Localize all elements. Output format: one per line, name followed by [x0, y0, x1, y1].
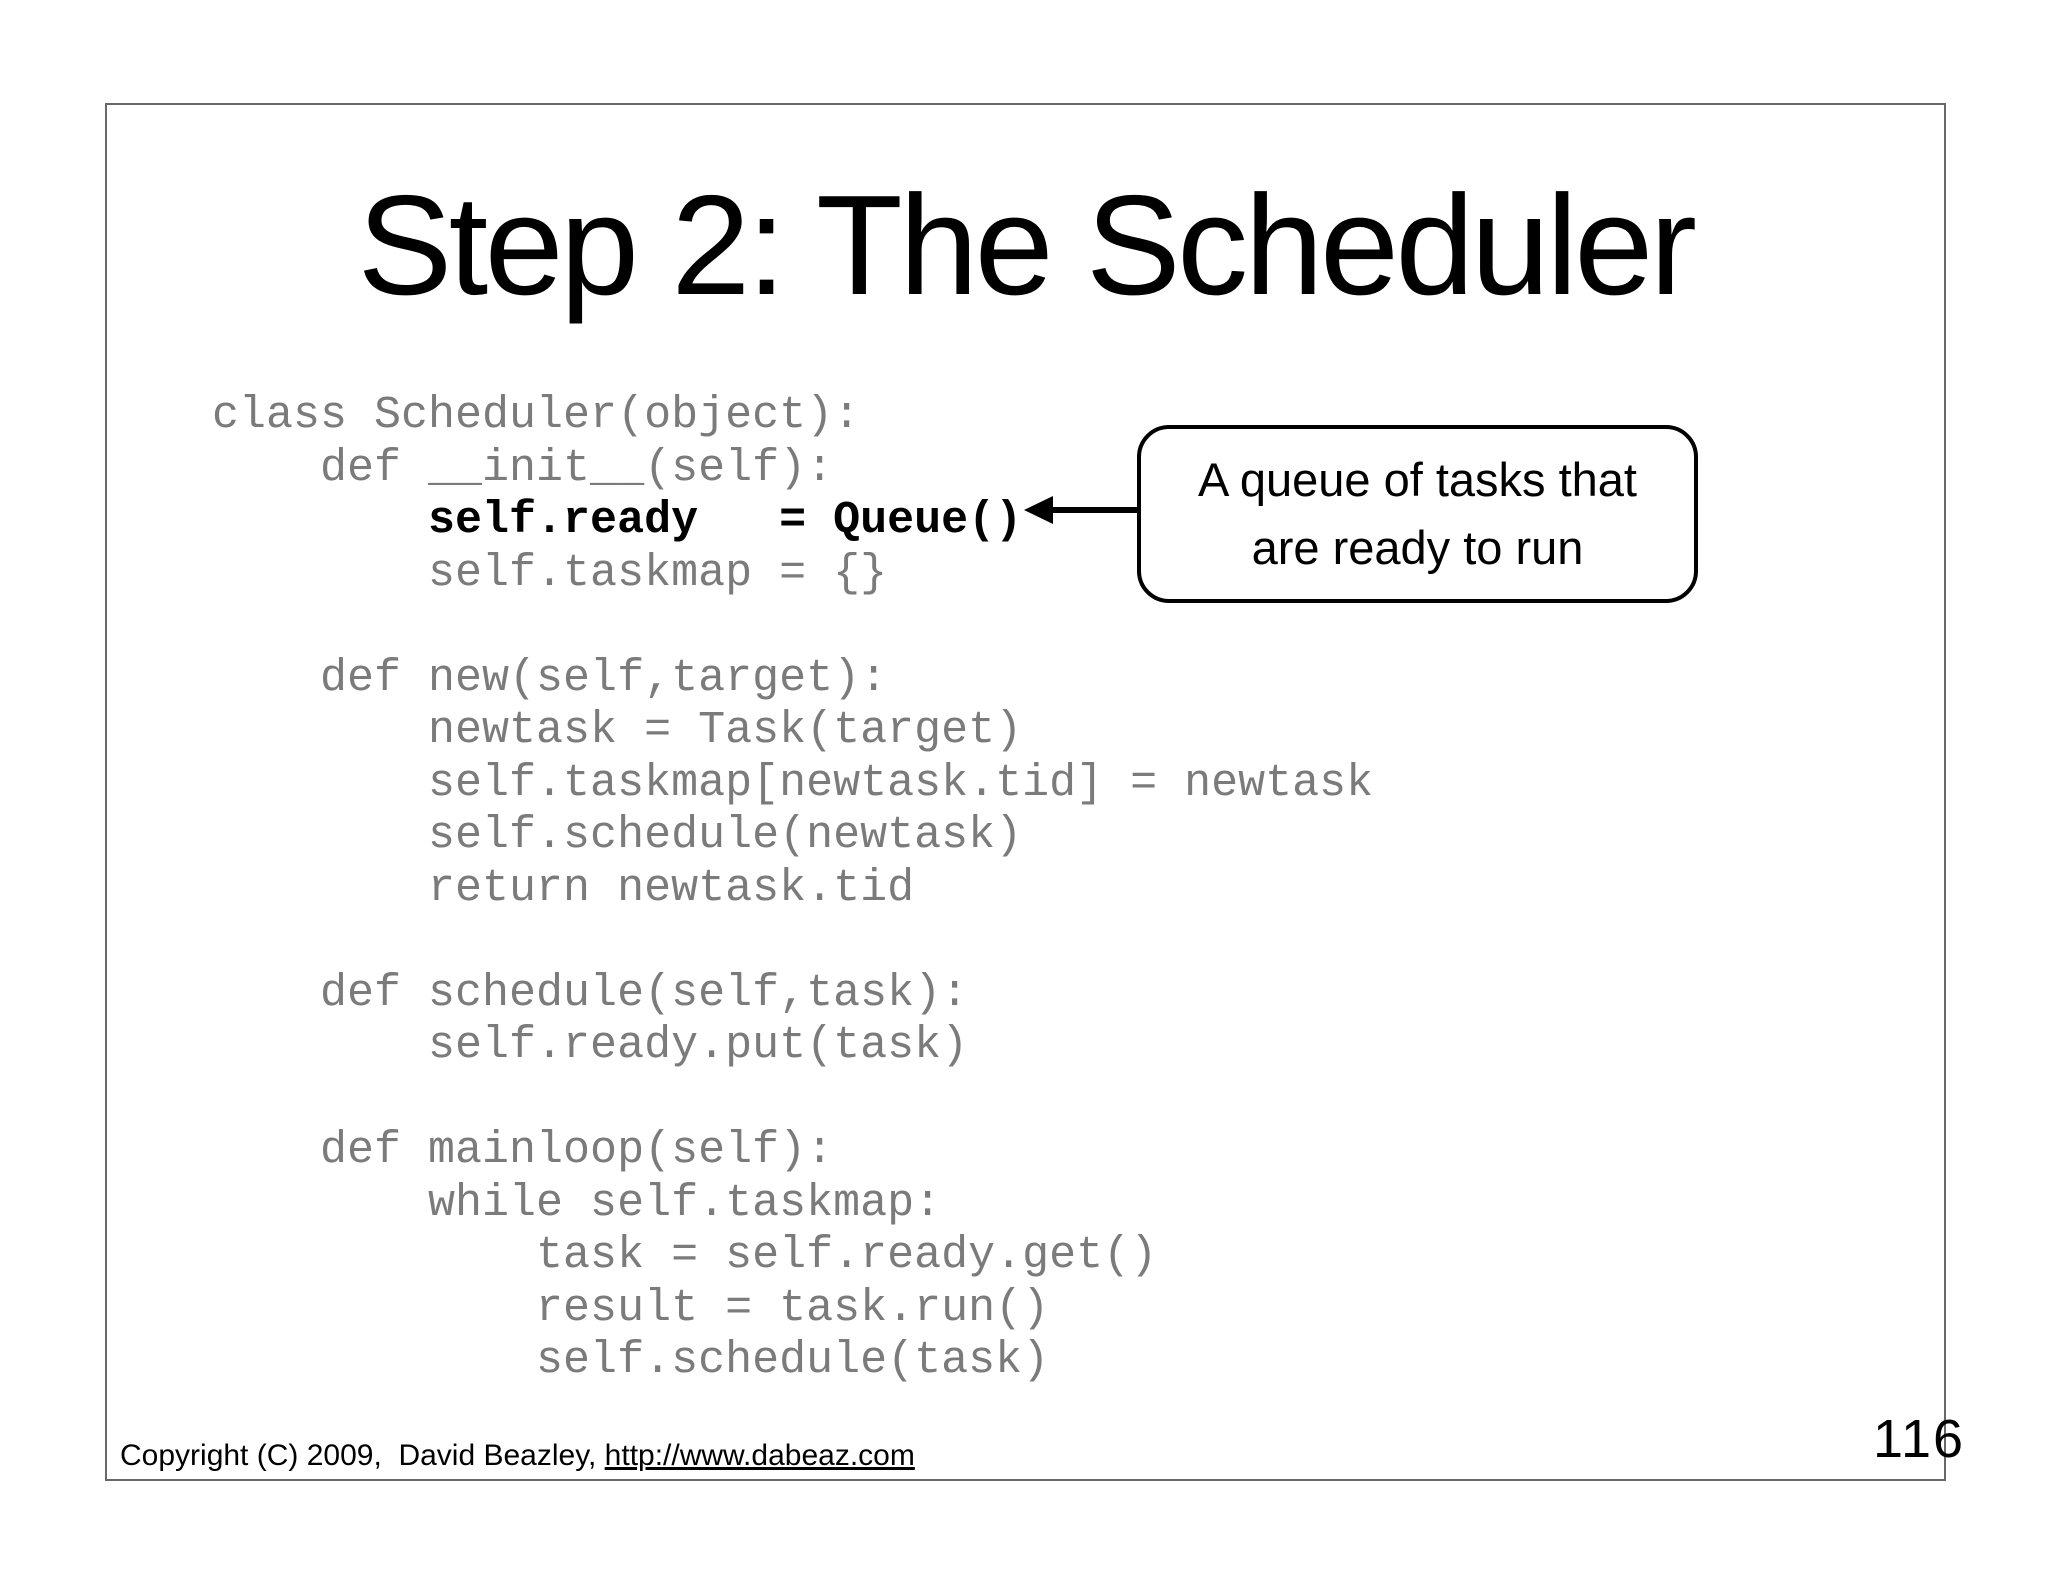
left-arrow-icon — [1024, 496, 1053, 524]
code-line: self.schedule(newtask) — [212, 810, 1023, 861]
footer-link[interactable]: http://www.dabeaz.com — [604, 1439, 915, 1472]
code-line: def mainloop(self): — [212, 1125, 834, 1176]
copyright-text: Copyright (C) 2009, David Beazley, — [120, 1439, 605, 1472]
code-line — [212, 1073, 1373, 1126]
code-line: self.ready = Queue() — [212, 495, 1023, 546]
code-line: while self.taskmap: — [212, 1177, 942, 1229]
code-line: self.taskmap[newtask.tid] = newtask — [212, 757, 1374, 809]
code-line: def schedule(self,task): — [212, 967, 969, 1019]
code-line: class Scheduler(object): — [212, 390, 861, 441]
callout-box: A queue of tasks that are ready to run — [1137, 425, 1698, 603]
callout-text: A queue of tasks that are ready to run — [1198, 452, 1637, 574]
code-block: class Scheduler(object): def __init__(se… — [212, 390, 1373, 1388]
page-title: Step 2: The Scheduler — [357, 166, 1697, 325]
code-line: def __init__(self): — [212, 442, 834, 494]
code-line: return newtask.tid — [212, 862, 915, 914]
code-line: result = task.run() — [212, 1282, 1050, 1334]
code-line: def new(self,target): — [212, 652, 888, 704]
code-line: newtask = Task(target) — [212, 705, 1023, 756]
code-line: task = self.ready.get() — [212, 1230, 1158, 1281]
code-line: self.schedule(task) — [212, 1335, 1050, 1386]
code-line — [212, 600, 1373, 653]
code-line — [212, 915, 1373, 968]
code-line: self.taskmap = {} — [212, 547, 888, 599]
callout-arrow-shaft — [1049, 507, 1139, 513]
code-line: self.ready.put(task) — [212, 1020, 969, 1071]
slide-frame: Step 2: The Scheduler class Scheduler(ob… — [105, 103, 1963, 1481]
page-number: 116 — [1873, 1409, 1966, 1469]
footer: Copyright (C) 2009, David Beazley, http:… — [120, 1439, 915, 1473]
